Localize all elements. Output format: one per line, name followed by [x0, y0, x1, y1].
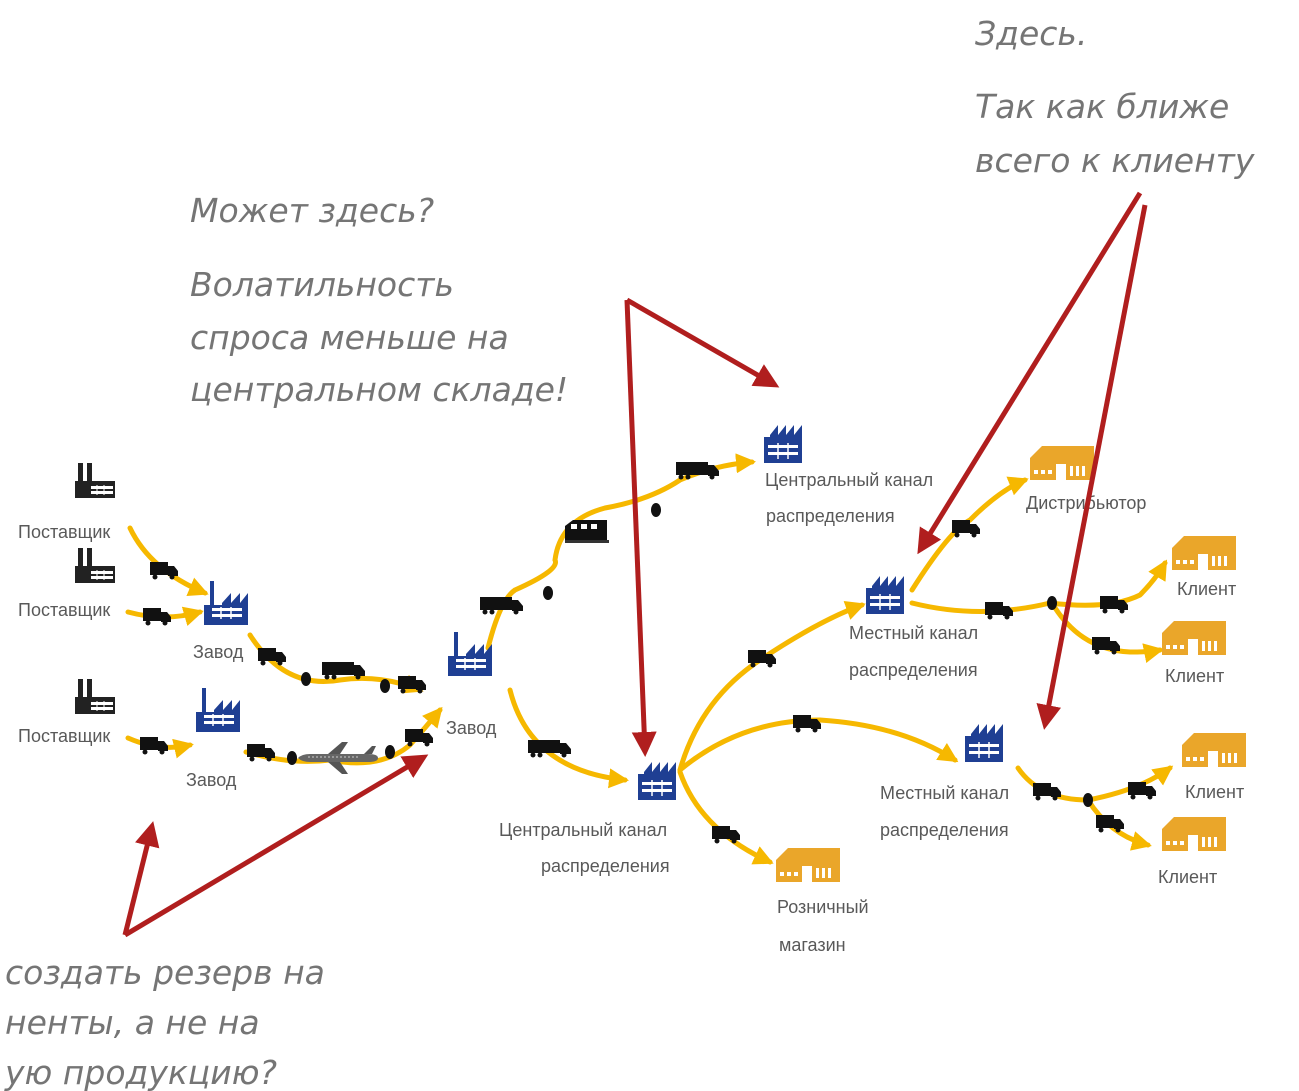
supplier-label: Поставщик [18, 600, 110, 620]
supplier-factory-icon [74, 462, 116, 499]
distribution-center-icon [637, 761, 677, 801]
client-label: Клиент [1177, 579, 1236, 599]
flow-centralbottom-local2 [677, 717, 959, 773]
note-component-buffer: ненты, а не на [5, 1003, 260, 1042]
note-volatility: Волатильность [190, 265, 454, 304]
local-dc-label: Местный канал [880, 783, 1009, 803]
plant-factory-icon [447, 631, 493, 677]
central-dc-label: Центральный канал [499, 820, 667, 840]
junction-dot-icon [385, 745, 395, 759]
junction-dot-icon [287, 751, 297, 765]
truck-icon [150, 562, 178, 580]
plant-factory-icon [195, 687, 241, 733]
warehouse-icon [1172, 536, 1236, 570]
annotation-notes: Здесь. Так как ближе всего к клиенту Мож… [4, 14, 1255, 1091]
truck-icon [1128, 782, 1156, 800]
plant-label: Завод [186, 770, 237, 790]
note-volatility: спроса меньше на [190, 318, 509, 357]
note-volatility: центральном складе! [190, 370, 568, 409]
annotation-arrows [122, 191, 1148, 938]
retail-label: Розничный [777, 897, 869, 917]
local-dc-label: распределения [880, 820, 1009, 840]
truck-icon [985, 602, 1013, 620]
plant-label: Завод [193, 642, 244, 662]
truck-icon [676, 462, 719, 480]
node-labels: Поставщик Поставщик Поставщик Завод Заво… [18, 470, 1244, 955]
junction-dot-icon [380, 679, 390, 693]
arrow-to-central-bottom [624, 299, 657, 757]
central-dc-label: распределения [541, 856, 670, 876]
retail-label: магазин [779, 935, 846, 955]
supplier-factory-icon [74, 678, 116, 715]
flow-supplier1-plant1 [127, 525, 209, 597]
truck-icon [398, 676, 426, 694]
junction-dot-icon [651, 503, 661, 517]
flow-local1-client2 [1049, 600, 1164, 663]
truck-icon [1092, 637, 1120, 655]
plant-factory-icon [203, 580, 249, 626]
warehouse-icon [1182, 733, 1246, 767]
note-here: Здесь. [975, 14, 1087, 53]
distribution-center-icon [763, 424, 803, 464]
local-dc-label: Местный канал [849, 623, 978, 643]
supplier-label: Поставщик [18, 522, 110, 542]
supplier-factory-icon [74, 547, 116, 584]
truck-icon [140, 737, 168, 755]
central-dc-label: распределения [766, 506, 895, 526]
flow-main-centralbottom [507, 687, 629, 789]
junction-dot-icon [543, 586, 553, 600]
arrow-to-central-top [625, 297, 780, 388]
arrow-to-suppliers [122, 821, 160, 936]
client-label: Клиент [1158, 867, 1217, 887]
flow-main-centraltop [485, 453, 756, 651]
junction-dot-icon [1083, 793, 1093, 807]
client-label: Клиент [1165, 666, 1224, 686]
warehouse-icon [1162, 817, 1226, 851]
note-maybe-here: Может здесь? [190, 191, 434, 230]
flow-local1-client1 [909, 559, 1168, 614]
arrow-to-local-2 [1036, 204, 1148, 730]
flow-centralbottom-local1 [677, 600, 866, 773]
arrow-to-local-1 [917, 191, 1143, 555]
truck-icon [1096, 815, 1124, 833]
truck-icon [322, 662, 365, 680]
client-label: Клиент [1185, 782, 1244, 802]
distribution-center-icon [865, 575, 905, 615]
truck-icon [247, 744, 275, 762]
local-dc-label: распределения [849, 660, 978, 680]
flow-centralbottom-retail [677, 769, 774, 865]
truck-icon [405, 729, 433, 747]
note-closer-to-client: Так как ближе [975, 87, 1229, 126]
note-closer-to-client: всего к клиенту [975, 141, 1255, 180]
junction-dot-icon [301, 672, 311, 686]
junction-dots [287, 503, 1093, 807]
truck-icon [143, 608, 171, 626]
warehouse-icon [1030, 446, 1094, 480]
warehouse-icon [776, 848, 840, 882]
distribution-center-icon [964, 723, 1004, 763]
arrow-to-main-plant [123, 754, 429, 938]
flow-plant1-main [247, 632, 424, 694]
train-icon [565, 520, 609, 543]
warehouse-icon [1162, 621, 1226, 655]
truck-icon [712, 826, 740, 844]
note-component-buffer: создать резерв на [5, 953, 325, 992]
airplane-icon [297, 741, 379, 775]
plant-label: Завод [446, 718, 497, 738]
truck-icon [952, 520, 980, 538]
junction-dot-icon [1047, 596, 1057, 610]
truck-icon [1033, 783, 1061, 801]
note-component-buffer: ую продукцию? [4, 1053, 277, 1091]
supplier-label: Поставщик [18, 726, 110, 746]
central-dc-label: Центральный канал [765, 470, 933, 490]
